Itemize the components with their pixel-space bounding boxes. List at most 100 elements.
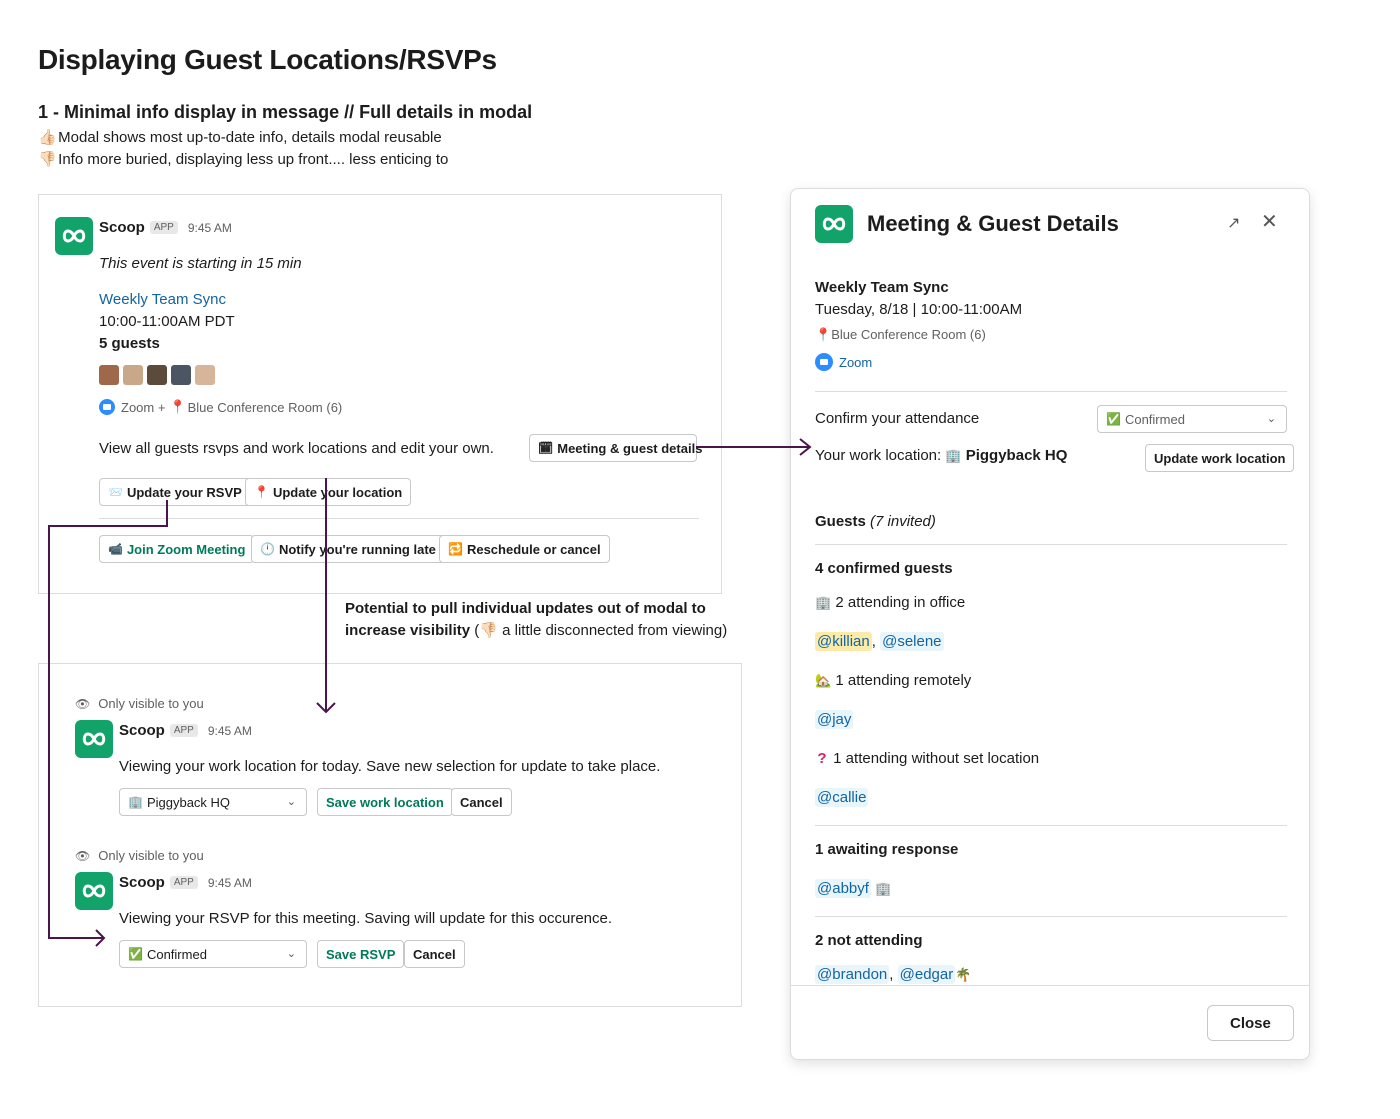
update-rsvp-label: Update your RSVP	[126, 484, 242, 500]
pin-icon: 📍	[815, 327, 832, 342]
reschedule-label: Reschedule or cancel	[466, 541, 601, 557]
guests-heading: Guests (7 invited)	[815, 513, 936, 530]
message-time: 9:45 AM	[187, 221, 232, 235]
avatar	[195, 365, 215, 385]
infinity-icon	[82, 884, 106, 898]
update-location-button[interactable]: 📍Update your location	[245, 478, 412, 506]
mention[interactable]: @killian	[815, 632, 872, 651]
annotation-bold: Potential to pull individual updates out…	[345, 600, 706, 639]
update-work-location-button[interactable]: Update work location	[1145, 444, 1295, 472]
house-icon: 🏡	[815, 673, 832, 688]
guest-avatars	[99, 365, 219, 385]
remote-line: 🏡 1 attending remotely	[815, 672, 971, 689]
app-tag: APP	[149, 221, 178, 234]
work-location-value: Piggyback HQ	[965, 447, 1068, 464]
external-link-icon[interactable]: ↗	[1227, 215, 1241, 232]
office-building-icon: 🏢	[815, 595, 832, 610]
work-location-label: Your work location:	[815, 447, 942, 464]
no-location-text: 1 attending without set location	[833, 750, 1040, 767]
video-camera-icon: 📹	[108, 542, 123, 556]
location-line: Zoom + 📍 Blue Conference Room (6)	[99, 399, 342, 415]
infinity-icon	[822, 217, 846, 231]
app-name: Scoop	[119, 874, 165, 891]
avatar	[99, 365, 119, 385]
only-visible-line: 👁 Only visible to you	[75, 848, 204, 863]
remote-text: 1 attending remotely	[835, 672, 972, 689]
cancel-button[interactable]: Cancel	[451, 788, 512, 816]
event-title-link[interactable]: Weekly Team Sync	[99, 291, 226, 308]
scoop-logo	[55, 217, 93, 255]
update-rsvp-button[interactable]: 📨Update your RSVP	[99, 478, 251, 506]
attendance-select[interactable]: ✅ Confirmed ⌄	[1097, 405, 1287, 433]
message-time: 9:45 AM	[207, 876, 252, 890]
save-rsvp-button[interactable]: Save RSVP	[317, 940, 405, 968]
zoom-icon	[99, 399, 115, 415]
in-office-text: 2 attending in office	[835, 594, 966, 611]
attendance-value: Confirmed	[1124, 411, 1185, 427]
only-visible-line: 👁 Only visible to you	[75, 696, 204, 711]
cancel-button[interactable]: Cancel	[404, 940, 465, 968]
mention[interactable]: @brandon	[815, 965, 890, 984]
join-zoom-button[interactable]: 📹Join Zoom Meeting	[99, 535, 255, 563]
app-name: Scoop	[119, 722, 165, 739]
thumbs-down-icon: 👎🏻	[479, 622, 498, 639]
meeting-details-button[interactable]: 🗓Meeting & guest details	[529, 434, 702, 462]
divider	[815, 916, 1287, 917]
modal-zoom-link[interactable]: Zoom	[815, 353, 872, 371]
eye-icon: 👁	[75, 696, 91, 711]
close-button[interactable]: Close	[1207, 1005, 1294, 1041]
rsvp-select[interactable]: ✅ Confirmed ⌄	[119, 940, 307, 968]
message-time: 9:45 AM	[207, 724, 252, 738]
in-office-people: @killian, @selene	[815, 632, 944, 651]
annotation-open-paren: (	[474, 622, 480, 639]
notify-late-button[interactable]: 🕛Notify you're running late	[251, 535, 445, 563]
event-time: 10:00-11:00AM PDT	[99, 313, 235, 330]
reschedule-button[interactable]: 🔁Reschedule or cancel	[439, 535, 610, 563]
app-tag: APP	[169, 724, 198, 737]
modal-event-datetime: Tuesday, 8/18 | 10:00-11:00AM	[815, 301, 1023, 318]
pin-icon: 📍	[169, 399, 186, 414]
annotation-text: Potential to pull individual updates out…	[345, 598, 745, 642]
modal-room-text: Blue Conference Room (6)	[831, 327, 986, 342]
option-title: 1 - Minimal info display in message // F…	[38, 102, 533, 122]
question-icon: ?	[817, 750, 827, 767]
work-location-select[interactable]: 🏢 Piggyback HQ ⌄	[119, 788, 307, 816]
mention[interactable]: @selene	[880, 632, 944, 651]
rsvp-value: Confirmed	[146, 946, 207, 962]
rsvp-ephemeral-text: Viewing your RSVP for this meeting. Savi…	[119, 910, 613, 927]
scoop-logo	[75, 720, 113, 758]
eye-icon: 👁	[75, 848, 91, 863]
mention[interactable]: @abbyf	[815, 879, 871, 898]
confirmed-heading: 4 confirmed guests	[815, 560, 953, 577]
office-building-icon: 🏢	[875, 881, 892, 896]
mention[interactable]: @edgar	[897, 965, 956, 984]
guest-count: 5 guests	[99, 335, 160, 352]
modal-event-title: Weekly Team Sync	[815, 279, 949, 296]
only-visible-text: Only visible to you	[98, 696, 204, 711]
chevron-down-icon: ⌄	[1266, 413, 1276, 425]
mention[interactable]: @jay	[815, 710, 854, 729]
not-attending-people: @brandon, @edgar🌴	[815, 965, 972, 984]
con-note: 👎🏻 Info more buried, displaying less up …	[38, 150, 448, 168]
divider	[99, 518, 699, 519]
pin-icon: 📍	[254, 485, 269, 499]
only-visible-text: Only visible to you	[98, 848, 204, 863]
annotation-rest: a little disconnected from viewing)	[502, 622, 728, 639]
con-text: Info more buried, displaying less up fro…	[58, 151, 449, 168]
no-location-people: @callie	[815, 788, 869, 807]
close-icon[interactable]: ✕	[1261, 211, 1278, 233]
chevron-down-icon: ⌄	[286, 948, 296, 960]
save-work-location-button[interactable]: Save work location	[317, 788, 453, 816]
mention[interactable]: @callie	[815, 788, 869, 807]
remote-people: @jay	[815, 710, 854, 729]
thumbs-down-icon: 👎🏻	[38, 151, 57, 168]
zoom-text: Zoom	[839, 354, 873, 370]
clock-icon: 🕛	[260, 542, 275, 556]
palm-tree-icon: 🌴	[955, 967, 972, 982]
notify-late-label: Notify you're running late	[278, 541, 436, 557]
avatar	[123, 365, 143, 385]
